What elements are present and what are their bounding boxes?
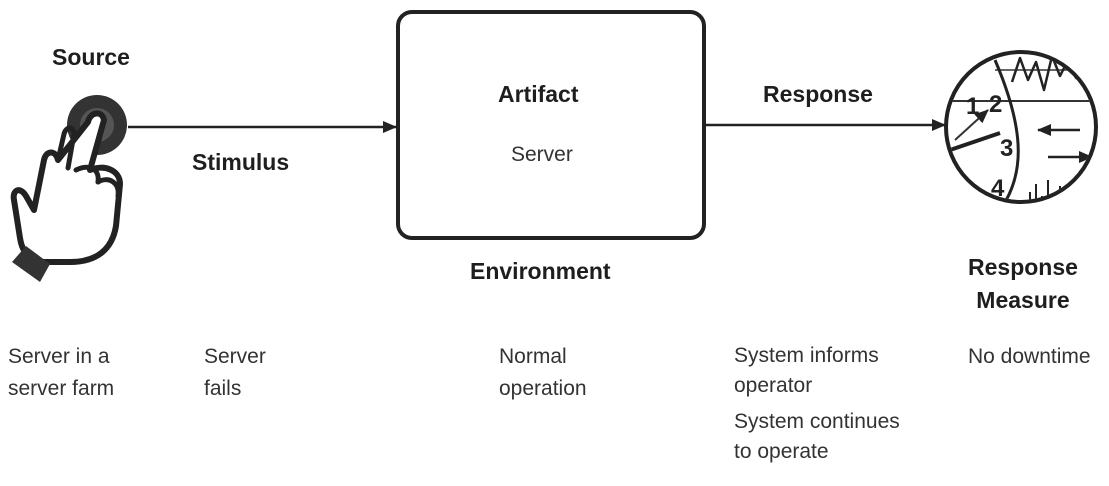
source-label: Source	[52, 44, 130, 70]
response-measure-description: No downtime	[968, 341, 1091, 373]
environment-label: Environment	[470, 258, 611, 284]
artifact-name: Server	[511, 143, 573, 166]
description-line: operator	[734, 374, 813, 397]
description-line: Server	[204, 345, 266, 368]
hand-pressing-button-icon	[10, 95, 127, 282]
response-label: Response	[763, 81, 873, 107]
source-description: Server in a server farm	[8, 341, 114, 405]
description-line: server farm	[8, 377, 115, 400]
gauge-dial-icon: 1 2 3 4	[944, 50, 1098, 204]
response-measure-label-line2: Measure	[976, 287, 1070, 313]
dial-number-4: 4	[991, 175, 1005, 202]
description-line: Server in a	[8, 345, 110, 368]
dial-number-3: 3	[1000, 135, 1013, 162]
description-line: operation	[499, 377, 587, 400]
dial-number-1: 1	[966, 93, 979, 120]
description-line: System continues	[734, 410, 900, 433]
artifact-title: Artifact	[498, 81, 579, 107]
stimulus-label: Stimulus	[192, 149, 290, 175]
artifact-box	[396, 10, 706, 240]
environment-description: Normal operation	[499, 341, 587, 405]
response-measure-label-line1: Response	[968, 254, 1078, 280]
description-line: System informs	[734, 344, 879, 367]
stimulus-description: Server fails	[204, 341, 266, 405]
description-line: to operate	[734, 440, 829, 463]
description-line: fails	[204, 377, 242, 400]
description-line: No downtime	[968, 345, 1091, 368]
response-measure-label: Response Measure	[968, 251, 1078, 317]
dial-number-2: 2	[989, 91, 1002, 118]
response-description: System informs operator System continues…	[734, 341, 900, 467]
description-line: Normal	[499, 345, 567, 368]
